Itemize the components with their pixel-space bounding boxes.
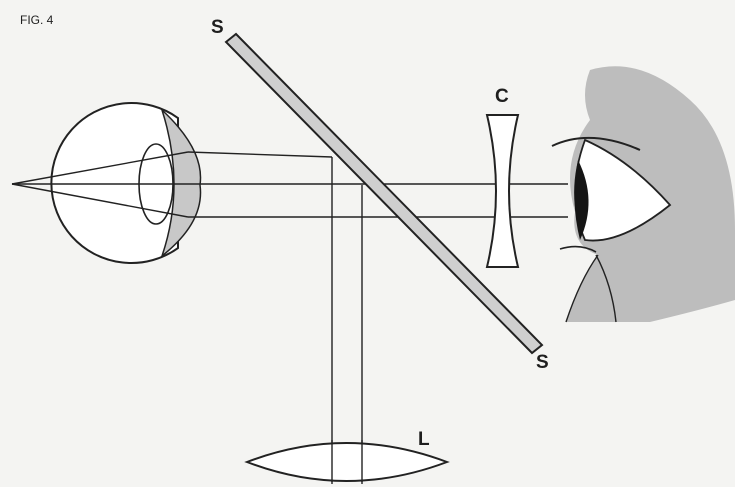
label-convex-lens: L [418, 429, 430, 450]
concave-lens-shape [485, 114, 520, 268]
convex-lens-shape [244, 442, 450, 482]
figure-title: FIG. 4 [20, 13, 54, 27]
beam-splitter-plate [224, 32, 544, 355]
label-splitter-bottom: S [536, 352, 549, 373]
observed-eyeball-icon [50, 102, 202, 264]
label-splitter-top: S [211, 17, 224, 38]
label-concave-lens: C [495, 86, 509, 107]
observer-eye-icon [551, 66, 735, 323]
light-rays [11, 151, 568, 482]
